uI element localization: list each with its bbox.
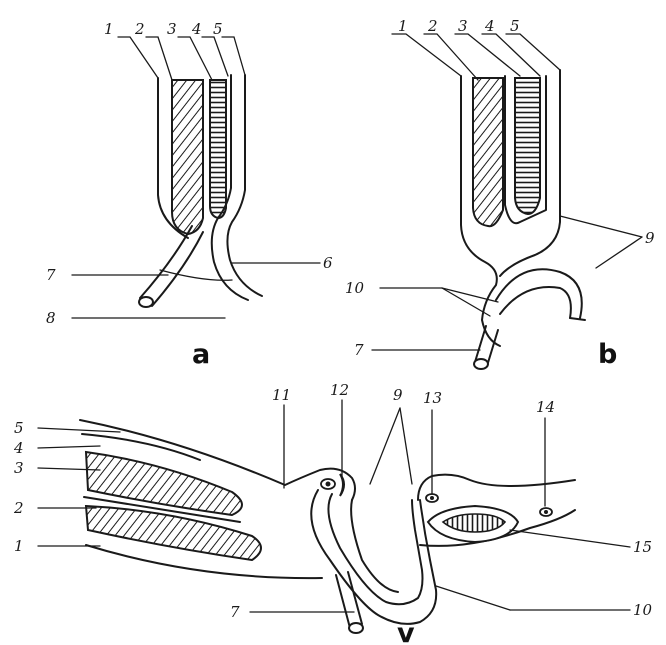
panel-v-label-9: 9 xyxy=(393,386,403,404)
panel-b-label-1: 1 xyxy=(398,17,408,35)
panel-a-striped-tube xyxy=(210,80,226,218)
panel-b-label-10: 10 xyxy=(345,279,365,297)
panel-v-label-4: 4 xyxy=(13,439,24,457)
panel-v-title: v xyxy=(397,618,415,645)
panel-v-label-13: 13 xyxy=(423,389,442,407)
panel-b-drawing xyxy=(372,34,642,369)
panel-b-hatched-tube xyxy=(473,78,503,226)
panel-v-label-3: 3 xyxy=(14,459,24,477)
panel-b-label-2: 2 xyxy=(427,17,438,35)
panel-v-drawing xyxy=(38,400,630,633)
panel-v-label-7: 7 xyxy=(230,603,240,621)
panel-b-label-4: 4 xyxy=(484,17,495,35)
panel-a-label-3: 3 xyxy=(167,20,177,38)
panel-v-label-15: 15 xyxy=(633,538,652,556)
panel-a-hatched-tube xyxy=(172,80,203,234)
panel-b-label-7: 7 xyxy=(354,341,364,359)
panel-b-striped-tube xyxy=(515,78,540,214)
panel-v-label-5: 5 xyxy=(14,419,24,437)
panel-b-label-5: 5 xyxy=(510,17,520,35)
panel-v-label-1: 1 xyxy=(14,537,24,555)
panel-a-label-4: 4 xyxy=(191,20,202,38)
panel-a-title: a xyxy=(192,339,210,370)
panel-a-drawing xyxy=(72,37,320,318)
panel-b-label-3: 3 xyxy=(458,17,468,35)
panel-b-label-9: 9 xyxy=(645,229,655,247)
panel-a-label-1: 1 xyxy=(104,20,114,38)
panel-a-label-7: 7 xyxy=(46,266,56,284)
panel-a-label-2: 2 xyxy=(134,20,145,38)
panel-a-label-6: 6 xyxy=(323,254,333,272)
panel-v-label-2: 2 xyxy=(13,499,24,517)
panel-v-label-12: 12 xyxy=(330,381,349,399)
panel-a-label-5: 5 xyxy=(213,20,223,38)
panel-b-title: b xyxy=(598,339,617,370)
panel-v-label-14: 14 xyxy=(536,398,555,416)
panel-v-label-10: 10 xyxy=(633,601,653,619)
panel-v-label-11: 11 xyxy=(272,386,291,404)
panel-a-label-8: 8 xyxy=(46,309,56,327)
panel-v-hatched-upper xyxy=(86,452,242,515)
